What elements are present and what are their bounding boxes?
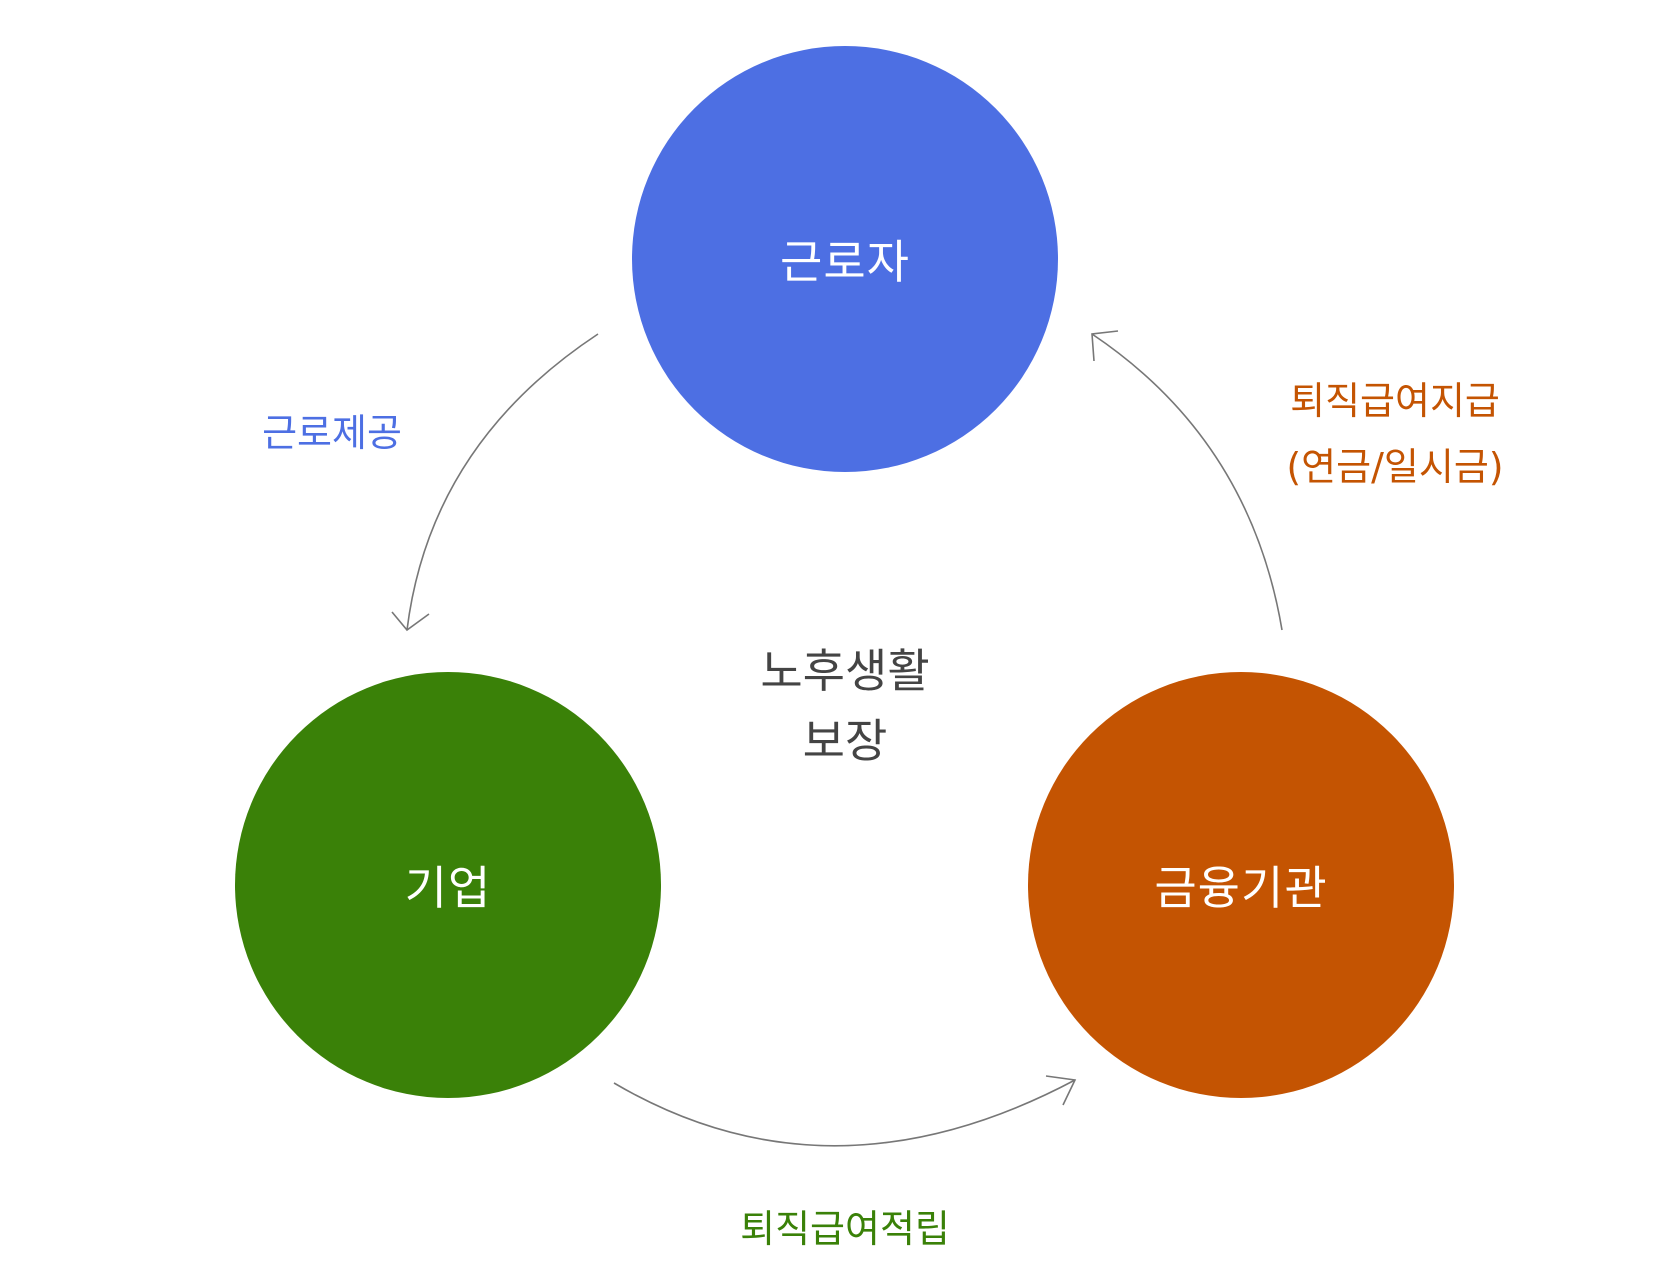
- arrow-payment-head: [1091, 330, 1119, 362]
- arrow-payment: [1091, 333, 1283, 631]
- flow-label-payment: 퇴직급여지급 (연금/일시금): [1255, 368, 1535, 500]
- flow-label-payment-line2: (연금/일시금): [1286, 445, 1504, 489]
- arrow-accumulation-head: [1045, 1075, 1077, 1106]
- center-caption-line1: 노후생활: [760, 644, 930, 698]
- flow-label-payment-line1: 퇴직급여지급: [1290, 379, 1500, 423]
- arrow-labor-head: [391, 611, 430, 632]
- node-company: 기업: [235, 672, 661, 1098]
- flow-label-labor: 근로제공: [242, 400, 422, 466]
- node-financial-label: 금융기관: [1154, 861, 1328, 915]
- node-company-label: 기업: [404, 861, 492, 915]
- node-worker: 근로자: [632, 46, 1058, 472]
- arrow-accumulation: [613, 1079, 1076, 1147]
- flow-label-accumulation: 퇴직급여적립: [720, 1196, 970, 1262]
- flow-label-labor-text: 근로제공: [262, 411, 402, 455]
- center-caption: 노후생활 보장: [700, 636, 990, 776]
- center-caption-line2: 보장: [802, 714, 888, 768]
- node-worker-label: 근로자: [780, 235, 910, 289]
- node-financial-institution: 금융기관: [1028, 672, 1454, 1098]
- flow-label-accumulation-text: 퇴직급여적립: [740, 1207, 950, 1251]
- arrow-labor: [406, 333, 599, 631]
